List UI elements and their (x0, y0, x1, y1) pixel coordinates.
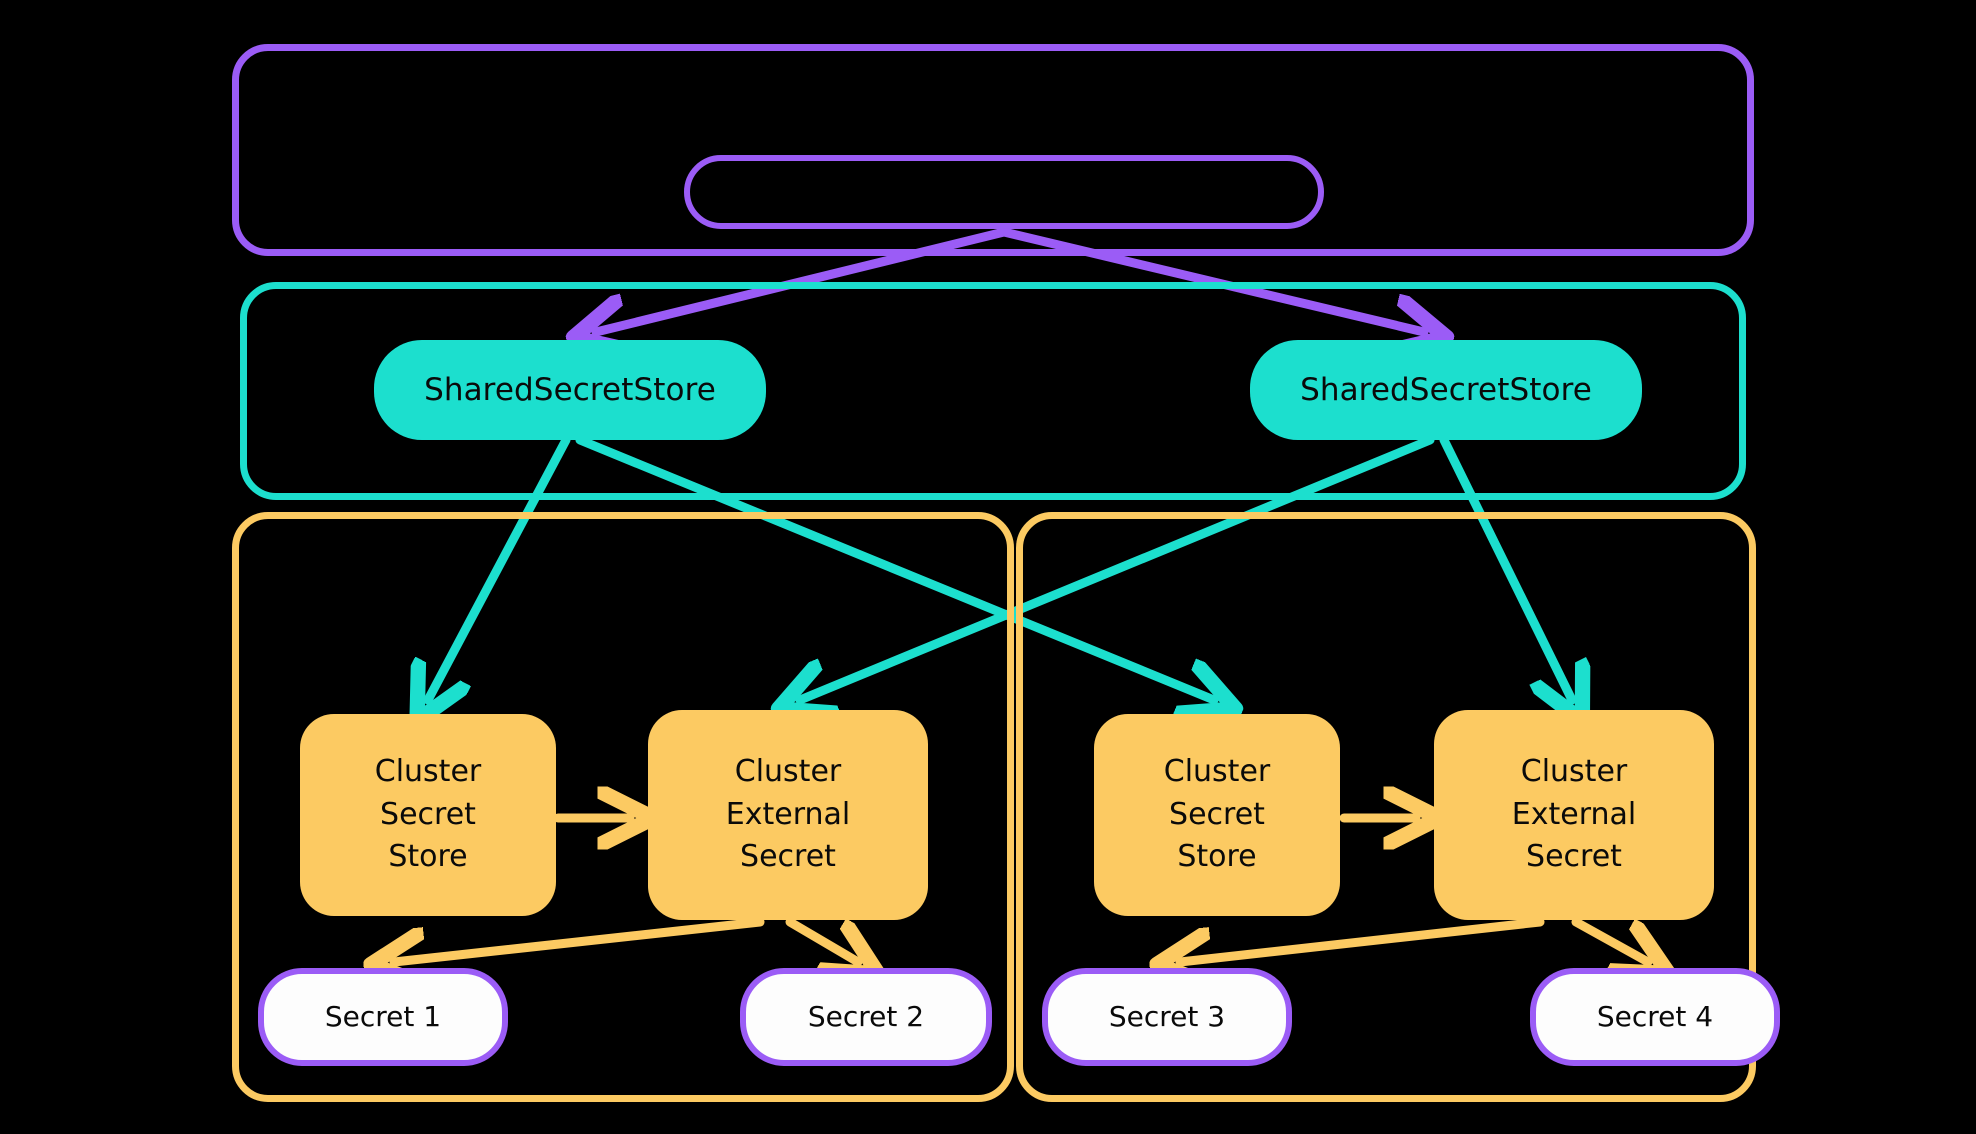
cluster-a-cluster-external-secret[interactable]: Cluster External Secret (648, 710, 928, 920)
shared-secret-store-left-label: SharedSecretStore (424, 371, 716, 408)
cluster-b-cluster-external-secret[interactable]: Cluster External Secret (1434, 710, 1714, 920)
management-frame (232, 44, 1754, 256)
secret-2-node[interactable]: Secret 2 (740, 968, 992, 1066)
cluster-frame-a (232, 512, 1014, 1102)
shared-secret-store-right-label: SharedSecretStore (1300, 371, 1592, 408)
secret-4-node[interactable]: Secret 4 (1530, 968, 1780, 1066)
gateway-node[interactable] (684, 155, 1324, 229)
cluster-a-cluster-secret-store[interactable]: Cluster Secret Store (300, 714, 556, 916)
secret-3-node[interactable]: Secret 3 (1042, 968, 1292, 1066)
shared-secret-store-left[interactable]: SharedSecretStore (374, 340, 766, 440)
shared-secret-store-right[interactable]: SharedSecretStore (1250, 340, 1642, 440)
secret-1-node[interactable]: Secret 1 (258, 968, 508, 1066)
shared-store-frame (240, 282, 1746, 500)
cluster-b-cluster-secret-store[interactable]: Cluster Secret Store (1094, 714, 1340, 916)
cluster-frame-b (1016, 512, 1756, 1102)
